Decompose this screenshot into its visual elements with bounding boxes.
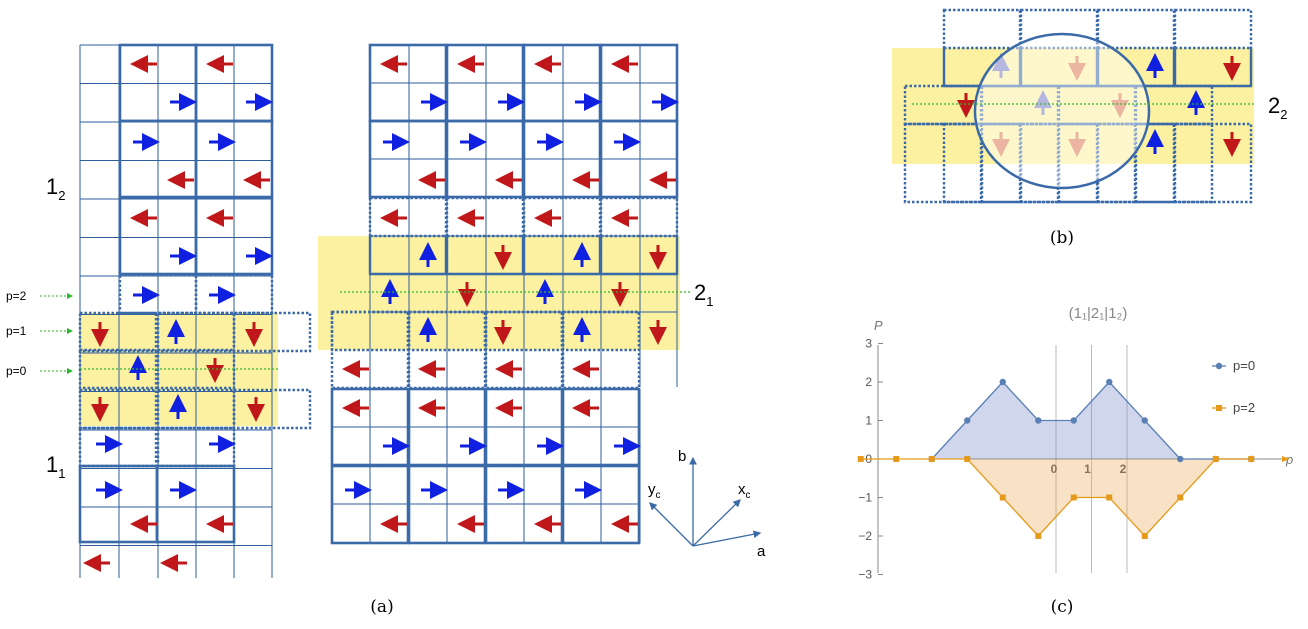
data-point-p2 — [1212, 456, 1219, 462]
legend-marker-p2 — [1216, 405, 1222, 411]
axis-b-label: b — [678, 448, 686, 465]
data-point-p0 — [1177, 455, 1184, 463]
legend-marker-p0 — [1215, 362, 1223, 370]
dashed-block — [194, 273, 274, 315]
caption-a: (a) — [370, 597, 393, 617]
data-point-p0 — [1035, 417, 1042, 424]
dashed-block — [78, 311, 158, 353]
label-1-2: 12 — [46, 174, 65, 203]
data-point-p2 — [999, 494, 1006, 501]
axis-a-arrow — [692, 530, 762, 547]
p-label-group: p=2 p=1 p=0 — [6, 289, 280, 378]
x-tick-label: 1 — [1084, 462, 1091, 476]
block-outlines-b — [903, 8, 1253, 204]
label-2-2: 22 — [1268, 93, 1287, 122]
p-label-0: p=0 — [6, 364, 27, 378]
legend: p=0 p=2 — [1212, 358, 1255, 415]
solid-block — [155, 464, 236, 544]
axis-a-label: a — [757, 543, 766, 560]
panel-a: p=2 p=1 p=0 12 11 21 b — [6, 43, 766, 617]
series-area — [931, 382, 1252, 459]
y-tick-label: 2 — [865, 375, 872, 389]
chart-title: (1₁|2₁|1₂) — [1069, 305, 1128, 322]
axis-xc-arrow — [692, 499, 741, 547]
dashed-block — [1173, 46, 1253, 88]
dashed-block — [232, 311, 312, 353]
legend-label-p2: p=2 — [1233, 400, 1255, 415]
dashed-block — [1019, 122, 1099, 204]
data-point-p2 — [1177, 494, 1184, 501]
data-point-p0 — [999, 378, 1006, 386]
axis-yc-label: yc — [648, 481, 661, 501]
y-tick-label: −1 — [858, 491, 872, 505]
data-point-p2 — [1248, 456, 1255, 462]
data-point-p2 — [1106, 494, 1113, 501]
solid-block — [561, 464, 641, 545]
data-point-p2 — [928, 456, 935, 462]
y-tick-label: −2 — [858, 529, 872, 543]
data-point-p2 — [857, 456, 864, 462]
series-area — [860, 459, 1252, 536]
dashed-block — [232, 388, 312, 430]
data-point-p0 — [1106, 378, 1113, 386]
dashed-block — [1134, 84, 1214, 126]
cluster-circle — [973, 32, 1151, 190]
caption-b: (b) — [1050, 228, 1074, 248]
spin-arrows-right — [342, 55, 679, 533]
axis-xc-label: xc — [738, 481, 751, 501]
panel-b: 22 (b) — [892, 8, 1287, 248]
p-label-1: p=1 — [6, 324, 27, 338]
yellow-bands-right — [318, 236, 680, 350]
caption-c: (c) — [1051, 597, 1074, 617]
x-axis-arrowhead — [1282, 456, 1290, 462]
series-line — [931, 381, 1252, 460]
dashed-block — [78, 426, 158, 468]
y-axis-label: P — [874, 318, 883, 333]
data-point-p2 — [893, 456, 900, 462]
y-tick-label: 3 — [865, 337, 872, 351]
data-point-p2 — [1141, 533, 1148, 539]
data-point-p2 — [1035, 533, 1042, 539]
crystal-axes: b a yc xc — [648, 448, 766, 560]
y-tick-label: 1 — [865, 414, 872, 428]
data-point-p0 — [1070, 417, 1077, 424]
block-outlines-right — [330, 43, 679, 545]
dashed-block — [1173, 122, 1253, 204]
x-tick-label: 0 — [1051, 462, 1058, 476]
x-axis-label: p — [1285, 452, 1293, 467]
dashed-block — [78, 388, 158, 430]
p-label-2: p=2 — [6, 289, 27, 303]
dashed-block — [1096, 122, 1176, 204]
dashed-block — [942, 122, 1022, 204]
label-1-1: 11 — [46, 452, 65, 481]
block-outlines — [78, 43, 312, 544]
axis-yc-arrow — [649, 502, 694, 547]
series-line — [860, 458, 1252, 537]
data-point-p0 — [1141, 417, 1148, 424]
legend-label-p0: p=0 — [1233, 358, 1255, 373]
data-point-p0 — [964, 417, 971, 424]
dashed-block — [599, 234, 679, 276]
data-point-p2 — [1070, 494, 1077, 501]
y-tick-label: −3 — [858, 568, 872, 582]
yellow-band — [318, 236, 680, 350]
cell-grid — [79, 44, 273, 578]
x-tick-label: 2 — [1120, 462, 1127, 476]
data-point-p2 — [964, 456, 971, 462]
label-2-1: 21 — [694, 280, 713, 309]
